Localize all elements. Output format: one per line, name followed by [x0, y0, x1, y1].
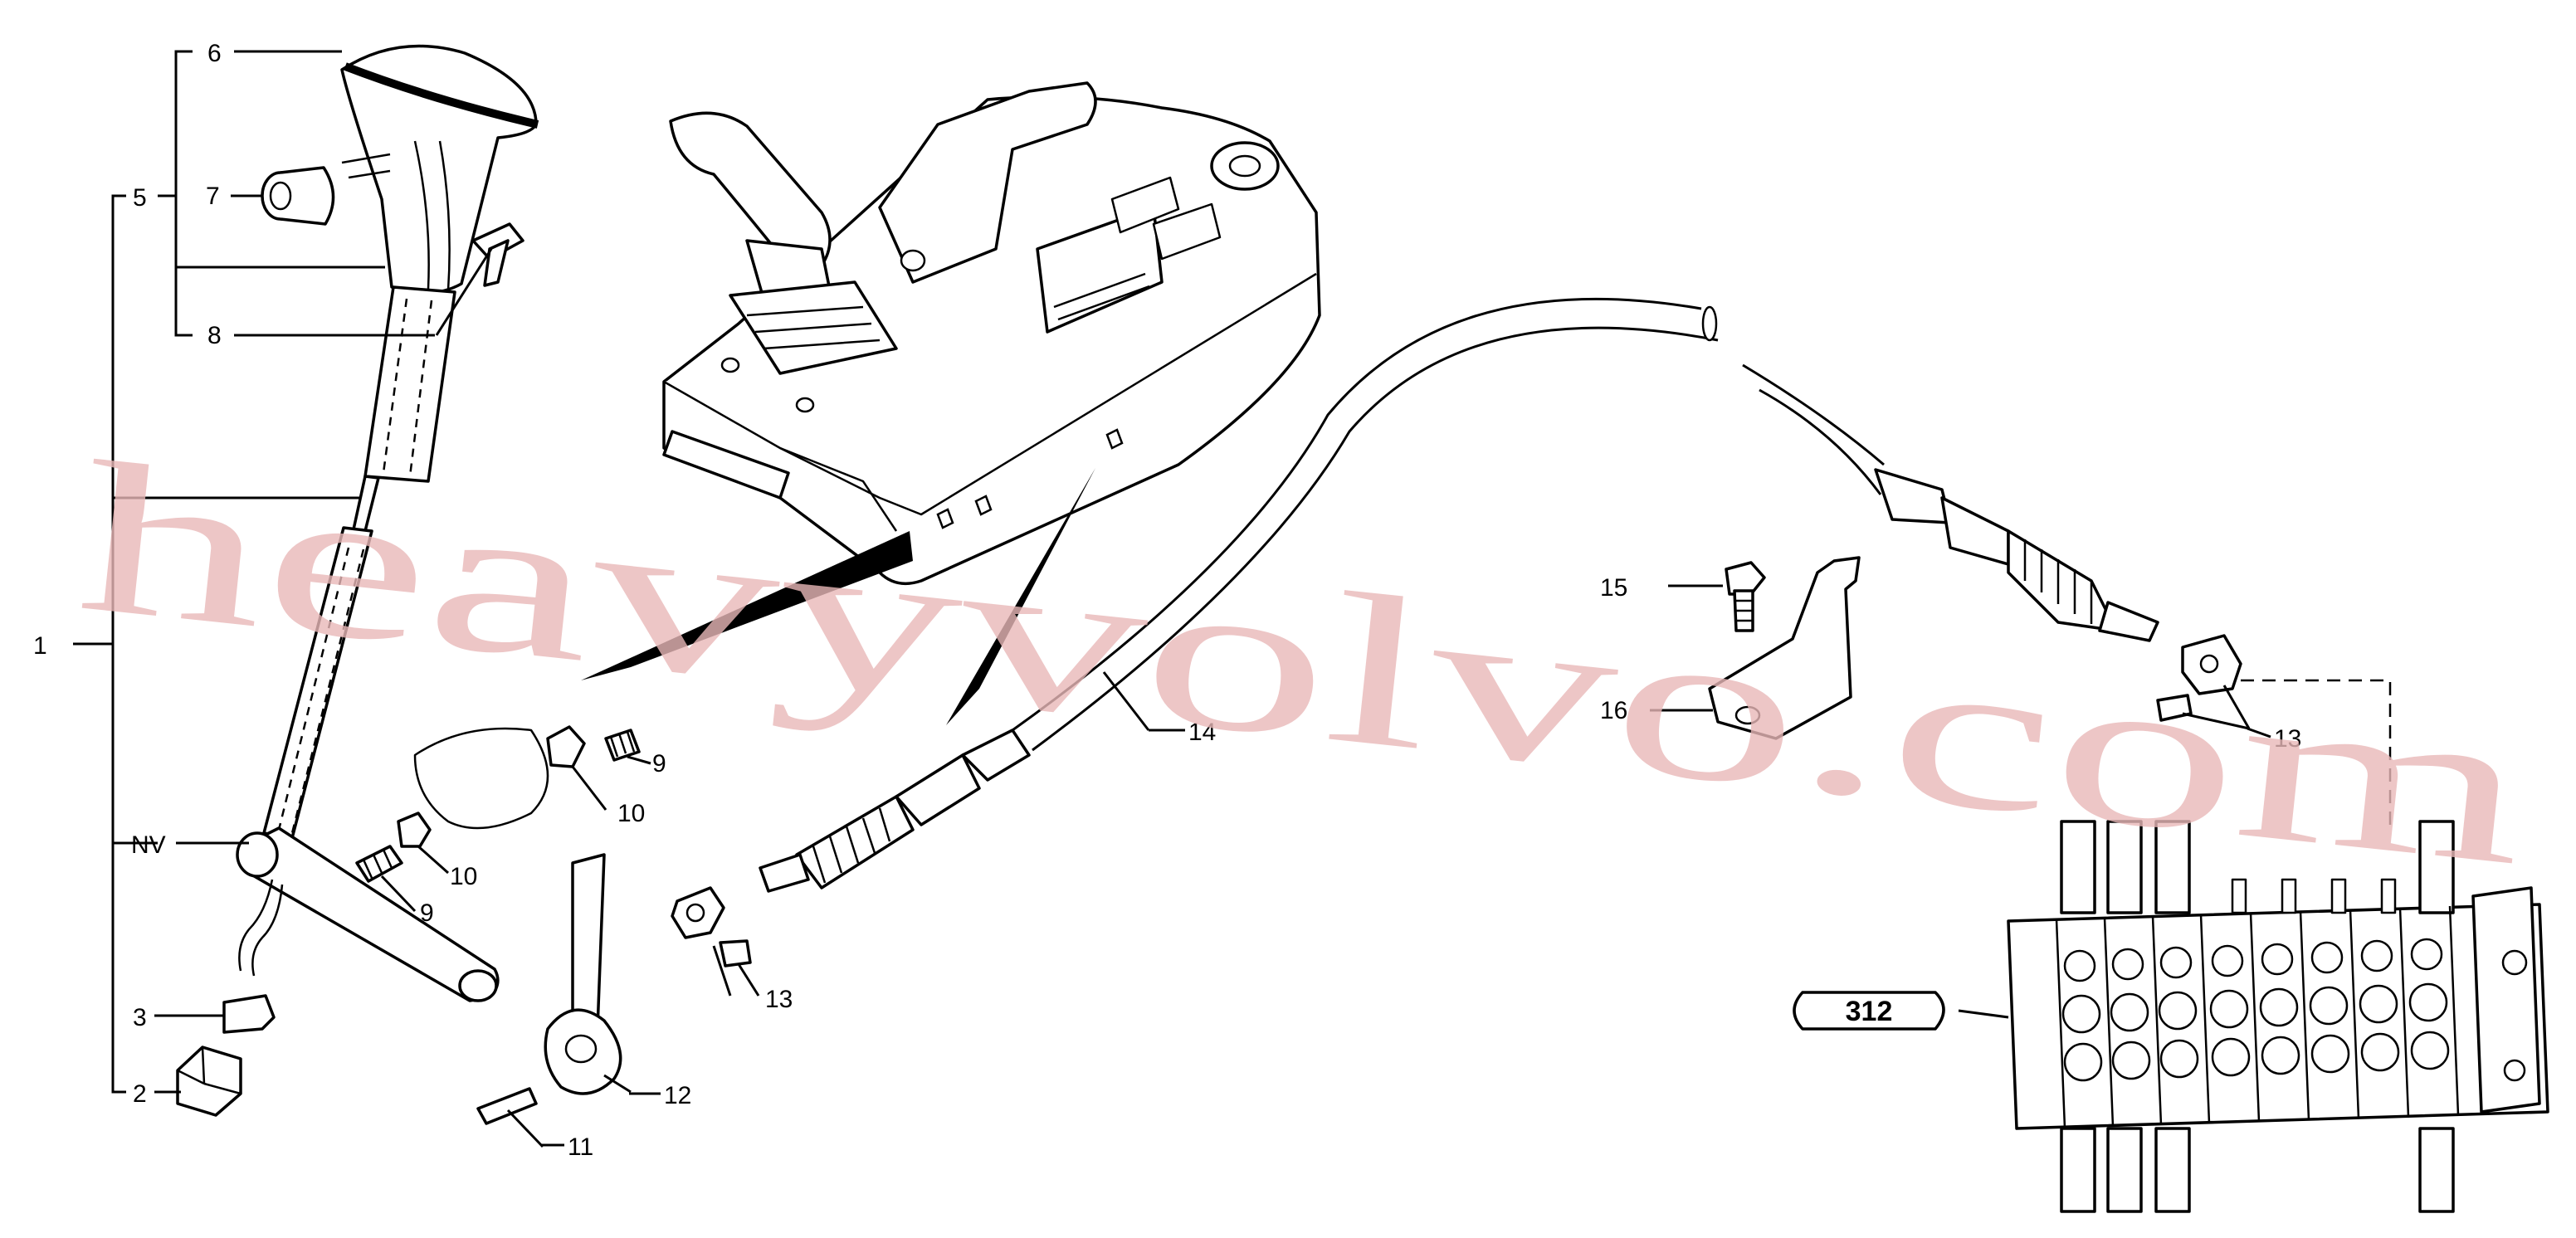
hex-nut-part	[397, 725, 607, 875]
callout-5: 5	[133, 184, 147, 212]
connector-socket	[176, 1045, 242, 1117]
clevis-part-right	[2156, 634, 2392, 830]
reference-tag[interactable]: 312	[1793, 991, 1945, 1031]
screw-part	[435, 222, 524, 336]
callout-13b: 13	[2274, 725, 2301, 753]
callout-9b: 9	[420, 899, 434, 927]
callout-9a: 9	[652, 750, 666, 777]
callout-8: 8	[207, 322, 222, 349]
callout-2: 2	[133, 1080, 147, 1108]
callout-11: 11	[568, 1133, 593, 1161]
callout-14: 14	[1188, 719, 1216, 746]
push-button-part	[261, 153, 391, 226]
hydraulic-valve-bank	[1958, 820, 2549, 1213]
set-screw-part	[355, 729, 651, 913]
link-lever-part	[544, 853, 632, 1095]
callout-nv: NV	[131, 831, 166, 859]
roll-pin-part	[476, 1087, 544, 1148]
reference-label: 312	[1846, 996, 1893, 1027]
callout-6: 6	[207, 40, 222, 67]
callout-10a: 10	[617, 800, 645, 827]
hex-bolt-part	[1668, 561, 1766, 632]
callout-10b: 10	[450, 863, 477, 890]
callout-1: 1	[33, 632, 47, 660]
housing-outline	[413, 727, 549, 830]
watermark: heavyvolvo.com	[70, 417, 2538, 911]
callout-labels: 1 2 3 5 6 7 8 9 9 10 10 11 12 13 13 14 1…	[33, 40, 2301, 1161]
callout-7: 7	[206, 183, 220, 210]
callout-16: 16	[1600, 697, 1627, 724]
clevis-part	[671, 886, 760, 997]
callout-3: 3	[133, 1004, 147, 1031]
callout-12: 12	[664, 1082, 691, 1109]
lever-knob	[340, 44, 538, 295]
callout-13a: 13	[765, 986, 793, 1013]
mounting-bracket-part	[1650, 556, 1861, 740]
callout-15: 15	[1600, 574, 1627, 602]
assembly-bracket	[73, 50, 385, 1094]
control-console	[581, 81, 1321, 725]
connector-plug	[222, 994, 276, 1034]
control-cable	[759, 297, 2159, 893]
